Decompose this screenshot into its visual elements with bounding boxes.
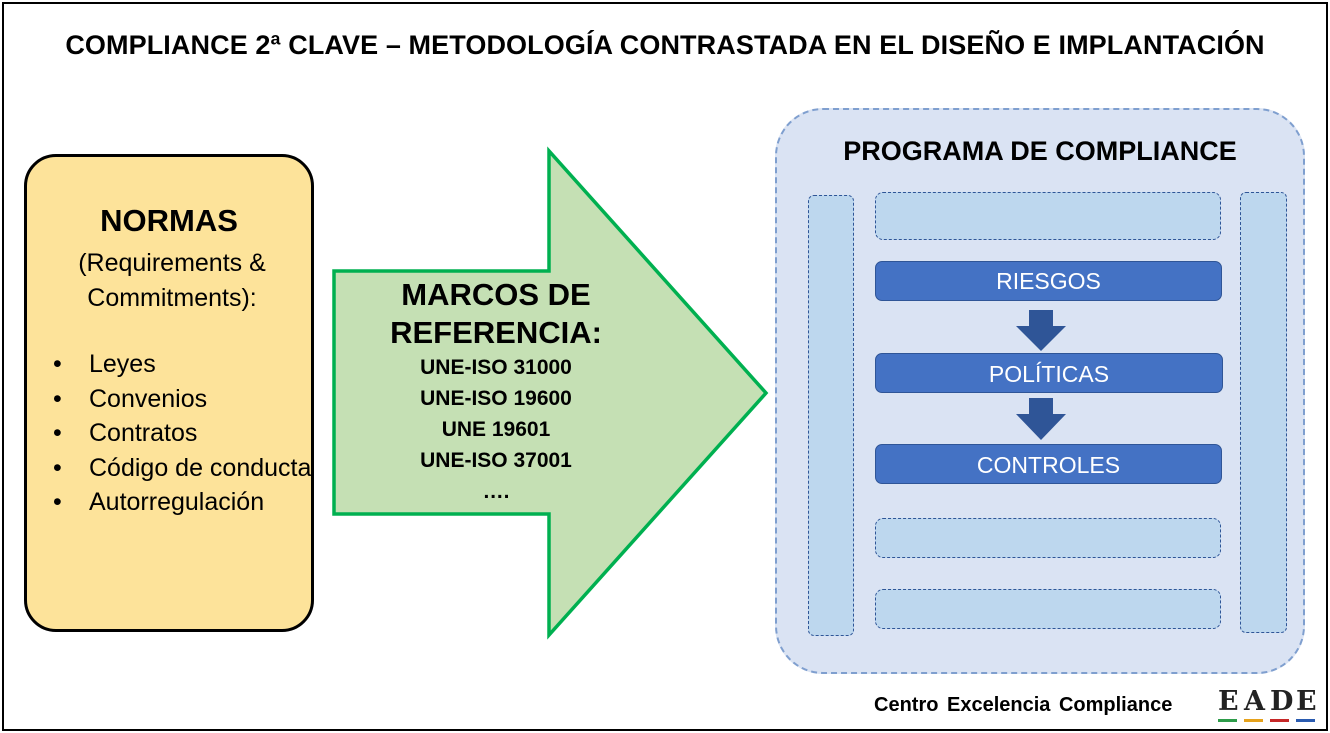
bullet: • <box>53 453 62 482</box>
step-controles: CONTROLES <box>875 444 1222 484</box>
eade-logo: E A D E <box>1212 676 1318 726</box>
marcos-ellipsis: …. <box>482 480 510 503</box>
logo-letter: D <box>1270 686 1294 717</box>
normas-item: • Convenios <box>53 382 329 417</box>
marcos-standard: UNE-ISO 31000 <box>420 356 572 379</box>
right-pillar <box>1240 192 1287 633</box>
normas-item-label: Código de conducta <box>89 453 312 482</box>
normas-subtitle-line1: (Requirements & <box>78 249 266 277</box>
normas-item-label: Leyes <box>89 350 156 378</box>
marcos-text: MARCOS DE REFERENCIA: UNE-ISO 31000 UNE-… <box>336 276 656 507</box>
step-politicas: POLÍTICAS <box>875 353 1223 393</box>
marcos-standard: UNE 19601 <box>441 418 551 441</box>
footer-text: Centro Excelencia Compliance <box>874 694 1173 716</box>
marcos-standard: UNE-ISO 37001 <box>420 449 572 472</box>
logo-underline <box>1244 719 1263 722</box>
left-pillar <box>808 195 854 636</box>
normas-subtitle: (Requirements & Commitments): <box>57 246 287 316</box>
programa-title: PROGRAMA DE COMPLIANCE <box>843 136 1237 166</box>
logo-letter: E <box>1296 686 1317 717</box>
normas-item-label: Autorregulación <box>89 488 265 516</box>
normas-item: • Leyes <box>53 347 329 382</box>
logo-underline <box>1296 719 1315 722</box>
normas-subtitle-line2: Commitments): <box>87 284 257 312</box>
normas-box: NORMAS (Requirements & Commitments): • Le… <box>24 154 314 632</box>
normas-item: • Código de conducta <box>53 451 329 486</box>
down-arrow-icon <box>1016 398 1066 440</box>
bullet: • <box>53 350 62 378</box>
normas-list: • Leyes • Convenios • Contratos • Código de … <box>53 347 329 520</box>
step-riesgos: RIESGOS <box>875 261 1222 301</box>
marcos-title-line2: REFERENCIA: <box>390 315 602 350</box>
slide-title: COMPLIANCE 2ª CLAVE – METODOLOGÍA CONTRA… <box>65 30 1265 60</box>
logo-letter: A <box>1244 686 1265 717</box>
down-arrow-icon <box>1016 310 1066 351</box>
placeholder-bar-top <box>875 192 1221 240</box>
normas-item: • Autorregulación <box>53 485 329 520</box>
bullet: • <box>53 419 62 447</box>
normas-item-label: Convenios <box>89 384 208 413</box>
bullet: • <box>53 384 62 413</box>
marcos-title-line1: MARCOS DE <box>401 277 591 312</box>
logo-underline <box>1218 719 1237 722</box>
placeholder-bar <box>875 518 1221 558</box>
marcos-arrow-shape <box>332 146 769 640</box>
placeholder-bar <box>875 589 1221 629</box>
marcos-standard: UNE-ISO 19600 <box>420 387 572 410</box>
normas-item-label: Contratos <box>89 419 198 447</box>
normas-item: • Contratos <box>53 416 329 451</box>
bullet: • <box>53 488 62 516</box>
normas-title: NORMAS <box>100 203 238 238</box>
logo-underline <box>1270 719 1289 722</box>
logo-letter: E <box>1218 686 1239 717</box>
